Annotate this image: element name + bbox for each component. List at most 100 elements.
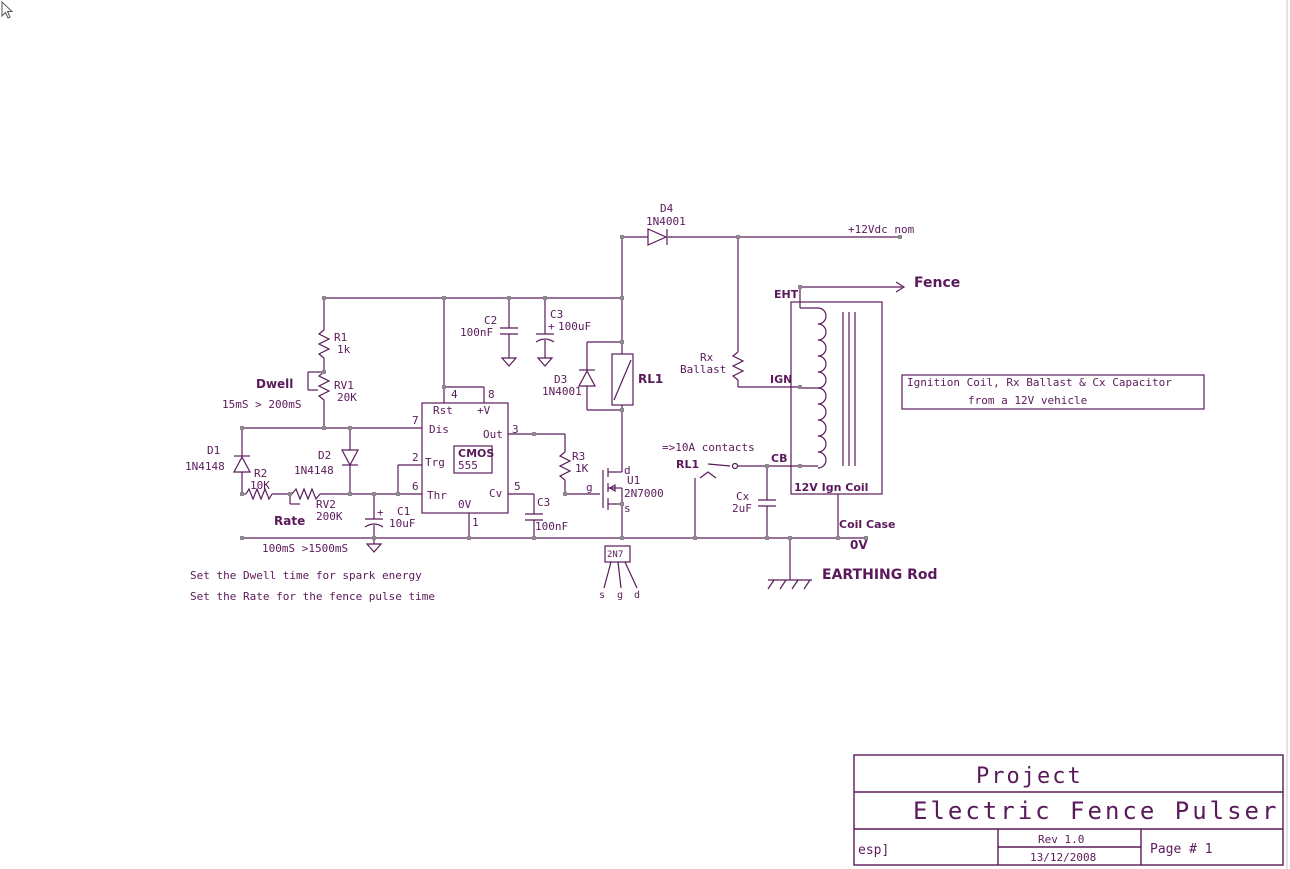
rv2-name: Rate: [274, 514, 305, 528]
ic-trg: Trg: [425, 456, 445, 469]
u1-pin-s: s: [624, 502, 631, 515]
rv2-value: 200K: [316, 510, 343, 523]
c1-ref: C1: [397, 505, 410, 518]
c1-value: 10uF: [389, 517, 416, 530]
note-box: [901, 374, 1205, 410]
coil-ign-label: IGN: [770, 373, 792, 386]
c1-plus: +: [377, 506, 384, 519]
rx-value: Ballast: [680, 363, 726, 376]
rv2-ref: RV2: [316, 498, 336, 511]
c3-bottom-value: 100nF: [535, 520, 568, 533]
ic-pin6: 6: [412, 480, 419, 493]
rv2-potentiometer: [289, 487, 350, 505]
title-page: Page # 1: [1150, 842, 1213, 857]
ic-pin2: 2: [412, 451, 419, 464]
relay-contacts-desc: =>10A contacts: [662, 441, 755, 454]
ic-out: Out: [483, 428, 503, 441]
ic-vplus: +V: [477, 404, 491, 417]
c2-ref: C2: [484, 314, 497, 327]
rv1-ref: RV1: [334, 379, 354, 392]
d4-ref: D4: [660, 202, 674, 215]
relay-contacts: [694, 462, 767, 538]
supply-label: +12Vdc nom: [848, 223, 915, 236]
d3-diode: [578, 342, 596, 410]
d2-value: 1N4148: [294, 464, 334, 477]
cx-capacitor: [758, 465, 800, 538]
ground-label: 0V: [850, 538, 868, 552]
coil-eht-label: EHT: [774, 288, 799, 301]
supply-rail: [324, 228, 900, 342]
c3-top-plus: +: [548, 320, 555, 333]
r3-ref: R3: [572, 450, 585, 463]
ignition-coil: [790, 281, 906, 538]
r1-value: 1k: [337, 343, 351, 356]
r3-value: 1K: [575, 462, 589, 475]
fence-label: Fence: [914, 275, 960, 291]
d1-value: 1N4148: [185, 460, 225, 473]
rv1-name: Dwell: [256, 377, 293, 391]
relay-contacts-ref: RL1: [676, 458, 699, 471]
title-block: [853, 754, 1284, 866]
rl1-relay-coil: [587, 341, 634, 411]
rv2-range: 100mS >1500mS: [262, 542, 348, 555]
d1-ref: D1: [207, 444, 220, 457]
d2-ref: D2: [318, 449, 331, 462]
earth-label: EARTHING Rod: [822, 567, 938, 583]
cx-value: 2uF: [732, 502, 752, 515]
junction-dots: [240, 235, 902, 540]
d4-value: 1N4001: [646, 215, 686, 228]
rx-ballast-resistor: [731, 237, 800, 388]
title-date: 13/12/2008: [1030, 851, 1096, 864]
c1-capacitor: [364, 494, 384, 553]
ic-rst: Rst: [433, 404, 453, 417]
d3-value: 1N4001: [542, 385, 582, 398]
c3-top-value: 100uF: [558, 320, 591, 333]
note-dwell: Set the Dwell time for spark energy: [190, 569, 422, 582]
title-project-name: Electric Fence Pulser: [913, 797, 1279, 825]
coil-case-label: Coil Case: [839, 518, 896, 531]
c3-bottom-capacitor: [525, 494, 543, 538]
ic-dis: Dis: [429, 423, 449, 436]
earth-symbol: [767, 538, 812, 590]
ic-thr: Thr: [427, 489, 447, 502]
ic-pin1: 1: [472, 516, 479, 529]
ic-title: CMOS: [458, 447, 494, 460]
c3-top-capacitor: [535, 298, 555, 367]
c3-bottom-ref: C3: [537, 496, 550, 509]
rl1-ref: RL1: [638, 372, 663, 386]
ic-cv: Cv: [489, 487, 503, 500]
rv1-value: 20K: [337, 391, 357, 404]
note-rate: Set the Rate for the fence pulse time: [190, 590, 435, 603]
ic-pin7: 7: [412, 414, 419, 427]
note-line-1: Ignition Coil, Rx Ballast & Cx Capacitor: [907, 376, 1172, 389]
note-line-2: from a 12V vehicle: [968, 394, 1087, 407]
u1-ref: U1: [627, 474, 640, 487]
ic-pin5: 5: [514, 480, 521, 493]
c2-capacitor: [500, 298, 518, 367]
mouse-cursor-icon: [1, 0, 14, 19]
u1-pin-d: d: [624, 464, 631, 477]
r2-value: 10K: [250, 479, 270, 492]
pinout-diagram: [603, 545, 638, 589]
coil-name: 12V Ign Coil: [794, 481, 868, 494]
u1-value: 2N7000: [624, 487, 664, 500]
r3-resistor: [558, 434, 600, 495]
c2-value: 100nF: [460, 326, 493, 339]
r2-ref: R2: [254, 467, 267, 480]
title-author: esp]: [858, 843, 889, 858]
d3-ref: D3: [554, 373, 567, 386]
c3-top-ref: C3: [550, 308, 563, 321]
ic-subtitle: 555: [458, 459, 478, 472]
rx-ref: Rx: [700, 351, 714, 364]
pinout-pin-g: g: [617, 590, 623, 601]
ic-pin3: 3: [512, 423, 519, 436]
r1-ref: R1: [334, 331, 347, 344]
u1-pin-g: g: [586, 481, 593, 494]
ic-pin8: 8: [488, 388, 495, 401]
rv1-range: 15mS > 200mS: [222, 398, 301, 411]
u1-mosfet: [602, 410, 623, 538]
ic-pin4: 4: [451, 388, 458, 401]
coil-cb-label: CB: [771, 452, 787, 465]
title-project-label: Project: [976, 764, 1083, 789]
